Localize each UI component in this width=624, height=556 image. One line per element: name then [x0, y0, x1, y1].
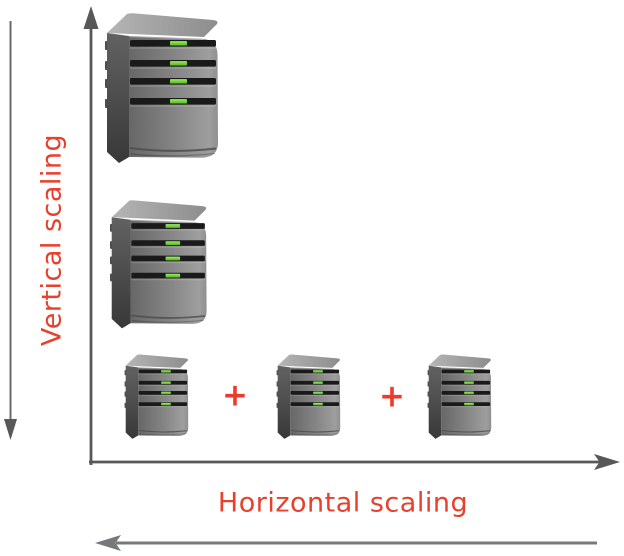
small-server-icon-2 — [276, 351, 347, 440]
vertical-axis-arrow — [83, 6, 99, 465]
horizontal-left-arrow — [95, 535, 597, 551]
large-server-icon — [105, 7, 229, 165]
horizontal-axis-arrow — [89, 454, 620, 470]
plus-sign-2: + — [379, 378, 405, 415]
vertical-down-arrow — [4, 21, 17, 440]
small-server-icon-3 — [427, 351, 498, 440]
vertical-scaling-label: Vertical scaling — [36, 133, 68, 347]
small-server-icon-1 — [124, 351, 195, 440]
medium-server-icon — [110, 194, 216, 331]
plus-sign-1: + — [222, 377, 248, 414]
horizontal-scaling-label: Horizontal scaling — [217, 487, 469, 519]
